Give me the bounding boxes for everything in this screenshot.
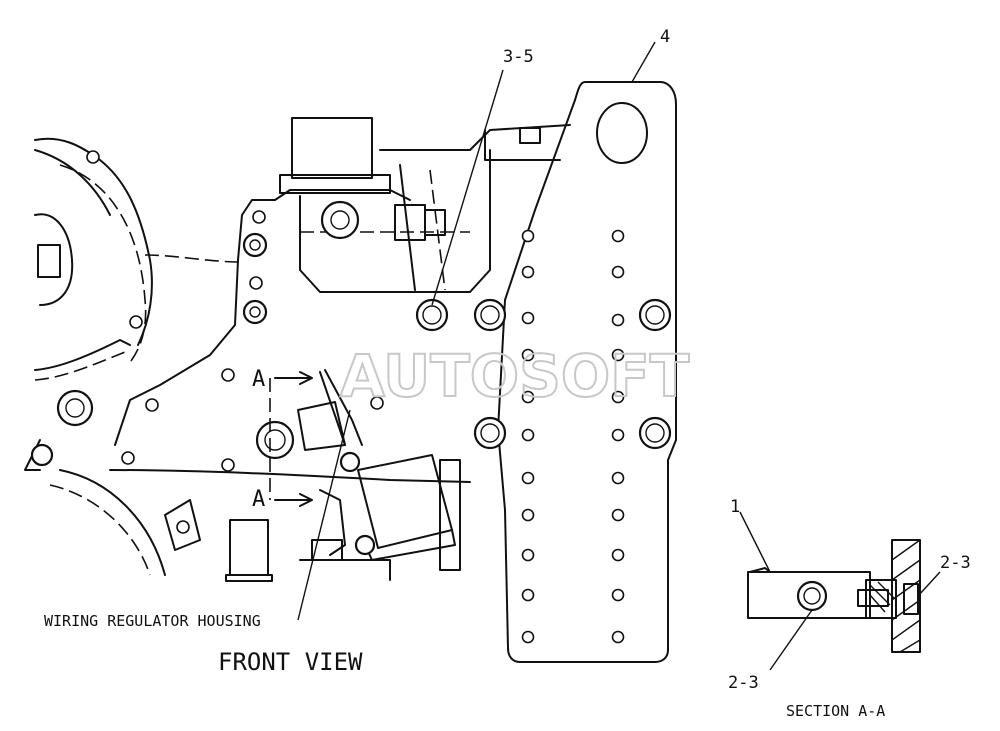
watermark: AUTOSOFT xyxy=(340,342,690,410)
callout-4: 4 xyxy=(660,27,670,47)
upper-housing xyxy=(279,117,571,293)
front-view-title: FRONT VIEW xyxy=(218,648,363,676)
leader-lines xyxy=(297,41,941,671)
section-markers xyxy=(269,371,313,507)
section-a-bottom-label: A xyxy=(252,487,265,512)
plate-bolts xyxy=(415,298,672,450)
gear-housing xyxy=(24,137,201,576)
wiring-regulator-housing xyxy=(225,369,461,582)
callout-1: 1 xyxy=(730,497,740,517)
callout-2-3-right: 2-3 xyxy=(940,553,971,573)
section-a-top-label: A xyxy=(252,367,265,392)
front-housing xyxy=(109,189,471,483)
section-a-a-title: SECTION A-A xyxy=(786,702,885,720)
wiring-regulator-housing-label: WIRING REGULATOR HOUSING xyxy=(44,612,261,630)
callout-3-5: 3-5 xyxy=(503,47,534,67)
plate-holes xyxy=(521,229,625,644)
callout-2-3-bottom: 2-3 xyxy=(728,673,759,693)
cover-plate xyxy=(415,81,677,663)
section-a-a-detail xyxy=(747,539,921,653)
